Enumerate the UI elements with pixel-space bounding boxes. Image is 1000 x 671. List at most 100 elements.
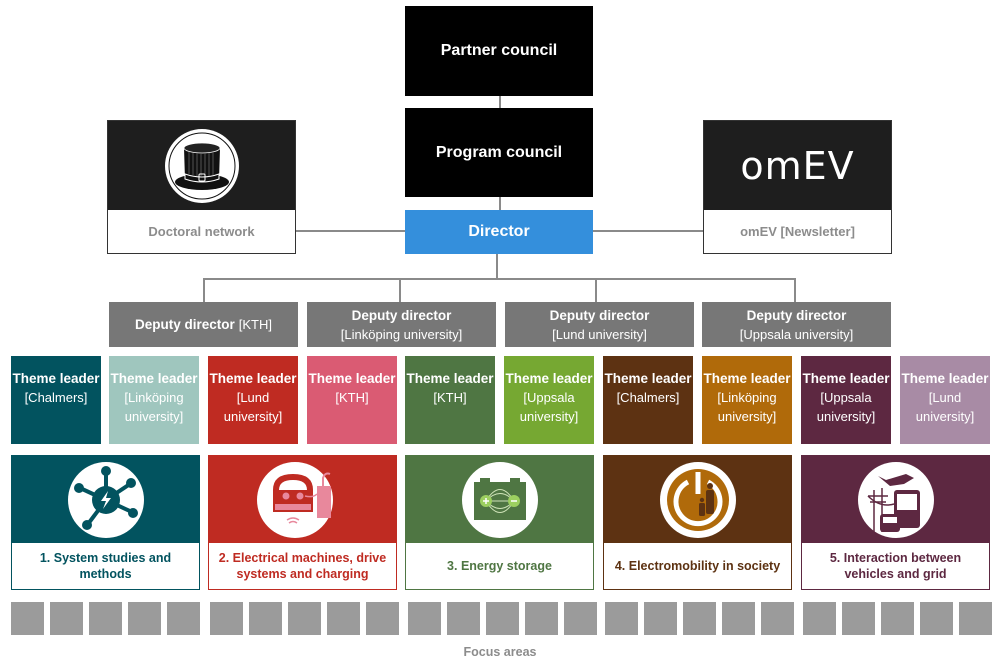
- focus-area-square[interactable]: [881, 602, 914, 635]
- theme-leader-org: [Lund university]: [915, 390, 975, 424]
- focus-area-square[interactable]: [722, 602, 755, 635]
- omev-logo-text: omEV: [740, 143, 855, 188]
- focus-area-square[interactable]: [803, 602, 836, 635]
- doctoral-network-label: Doctoral network: [148, 223, 255, 239]
- newsletter-logo: omEV: [704, 121, 891, 210]
- focus-theme-art: [209, 456, 396, 543]
- theme-leader-box[interactable]: Theme leader [Linköping university]: [109, 356, 199, 444]
- program-council-label: Program council: [435, 143, 563, 161]
- deputy-director-uppsala[interactable]: Deputy director [Uppsala university]: [702, 302, 891, 347]
- deputy-director-kth[interactable]: Deputy director [KTH]: [109, 302, 298, 347]
- focus-area-square[interactable]: [525, 602, 558, 635]
- theme-leader-title: Theme leader: [110, 371, 198, 386]
- theme-leader-title: Theme leader: [308, 371, 396, 386]
- theme-leader-title: Theme leader: [12, 371, 100, 386]
- theme-leader-org: [Uppsala university]: [519, 390, 579, 424]
- focus-theme-label: 2. Electrical machines, drive systems an…: [218, 551, 387, 581]
- connector-deputy-4: [794, 278, 796, 302]
- connector-deputy-1: [203, 278, 205, 302]
- focus-area-square[interactable]: [920, 602, 953, 635]
- theme-leader-org: [Chalmers]: [24, 390, 88, 405]
- focus-area-square[interactable]: [288, 602, 321, 635]
- focus-theme-card[interactable]: 3. Energy storage: [405, 455, 594, 590]
- director-box[interactable]: Director: [405, 210, 593, 254]
- focus-area-square[interactable]: [327, 602, 360, 635]
- focus-area-square[interactable]: [50, 602, 83, 635]
- connector-deputies-bar: [203, 278, 796, 280]
- theme-leader-box[interactable]: Theme leader [Chalmers]: [11, 356, 101, 444]
- theme-leader-title: Theme leader: [209, 371, 297, 386]
- vehicles-grid-icon: [856, 460, 936, 540]
- deputy-org: [Linköping university]: [340, 326, 463, 342]
- theme-leader-box[interactable]: Theme leader [Uppsala university]: [504, 356, 594, 444]
- connector-partner-program: [499, 96, 501, 108]
- focus-area-square[interactable]: [761, 602, 794, 635]
- theme-leader-box[interactable]: Theme leader[Uppsala university]: [801, 356, 891, 444]
- focus-area-square[interactable]: [249, 602, 282, 635]
- focus-area-square[interactable]: [408, 602, 441, 635]
- theme-leader-box[interactable]: Theme leader [Chalmers]: [603, 356, 693, 444]
- theme-leader-title: Theme leader: [406, 371, 494, 386]
- focus-area-square[interactable]: [605, 602, 638, 635]
- doctoral-network-card[interactable]: Doctoral network: [107, 120, 296, 254]
- focus-theme-card[interactable]: 5. Interaction between vehicles and grid: [801, 455, 990, 590]
- focus-area-square[interactable]: [683, 602, 716, 635]
- deputy-org: [Lund university]: [552, 326, 647, 342]
- focus-theme-art: [604, 456, 791, 543]
- connector-director-newsletter: [593, 230, 703, 232]
- theme-leader-box[interactable]: Theme leader [Lund university]: [208, 356, 298, 444]
- theme-leader-org: [Uppsala university]: [816, 390, 876, 424]
- theme-leader-box[interactable]: Theme leader [KTH]: [307, 356, 397, 444]
- theme-leader-title: Theme leader: [505, 371, 593, 386]
- focus-theme-card[interactable]: 2. Electrical machines, drive systems an…: [208, 455, 397, 590]
- focus-theme-label: 1. System studies and methods: [39, 551, 172, 581]
- focus-area-square[interactable]: [167, 602, 200, 635]
- deputy-director-linkoping[interactable]: Deputy director [Linköping university]: [307, 302, 496, 347]
- focus-theme-label: 3. Energy storage: [447, 559, 552, 573]
- network-hub-icon: [66, 460, 146, 540]
- partner-council-box[interactable]: Partner council: [405, 6, 593, 96]
- ev-charging-icon: [255, 460, 351, 540]
- director-label: Director: [468, 223, 530, 240]
- theme-leader-org: [Linköping university]: [124, 390, 184, 424]
- theme-leader-title: Theme leader: [604, 371, 692, 386]
- connector-director-down: [496, 254, 498, 279]
- focus-area-square[interactable]: [842, 602, 875, 635]
- focus-area-square[interactable]: [366, 602, 399, 635]
- deputy-title: Deputy director: [134, 317, 235, 332]
- theme-leader-title: Theme leader: [901, 371, 989, 386]
- deputy-title: Deputy director: [549, 307, 650, 323]
- focus-area-square[interactable]: [486, 602, 519, 635]
- focus-area-square[interactable]: [447, 602, 480, 635]
- deputy-org: [Uppsala university]: [739, 326, 854, 342]
- focus-theme-label: 4. Electromobility in society: [614, 559, 781, 573]
- deputy-title: Deputy director: [351, 307, 452, 323]
- theme-leader-box[interactable]: Theme leader [KTH]: [405, 356, 495, 444]
- focus-theme-card[interactable]: 4. Electromobility in society: [603, 455, 792, 590]
- focus-area-square[interactable]: [959, 602, 992, 635]
- connector-director-doctoral: [296, 230, 405, 232]
- doctoral-network-art: [108, 121, 295, 210]
- newsletter-card[interactable]: omEV omEV [Newsletter]: [703, 120, 892, 254]
- focus-area-square[interactable]: [128, 602, 161, 635]
- battery-icon: [460, 460, 540, 540]
- focus-area-square[interactable]: [564, 602, 597, 635]
- top-hat-icon: [164, 128, 239, 203]
- focus-area-square[interactable]: [210, 602, 243, 635]
- power-people-icon: [658, 460, 738, 540]
- theme-leader-org: [KTH]: [335, 390, 369, 405]
- focus-area-square[interactable]: [644, 602, 677, 635]
- focus-theme-card[interactable]: 1. System studies and methods: [11, 455, 200, 590]
- theme-leader-box[interactable]: Theme leader [Lund university]: [900, 356, 990, 444]
- deputy-director-lund[interactable]: Deputy director [Lund university]: [505, 302, 694, 347]
- newsletter-label: omEV [Newsletter]: [740, 223, 855, 239]
- theme-leader-org: [KTH]: [433, 390, 467, 405]
- program-council-box[interactable]: Program council: [405, 108, 593, 197]
- focus-theme-label: 5. Interaction between vehicles and grid: [829, 551, 962, 581]
- theme-leader-org: [Lund university]: [223, 390, 283, 424]
- focus-area-square[interactable]: [89, 602, 122, 635]
- focus-area-square[interactable]: [11, 602, 44, 635]
- focus-theme-art: [802, 456, 989, 543]
- theme-leader-box[interactable]: Theme leader[Linköping university]: [702, 356, 792, 444]
- theme-leader-org: [Chalmers]: [616, 390, 680, 405]
